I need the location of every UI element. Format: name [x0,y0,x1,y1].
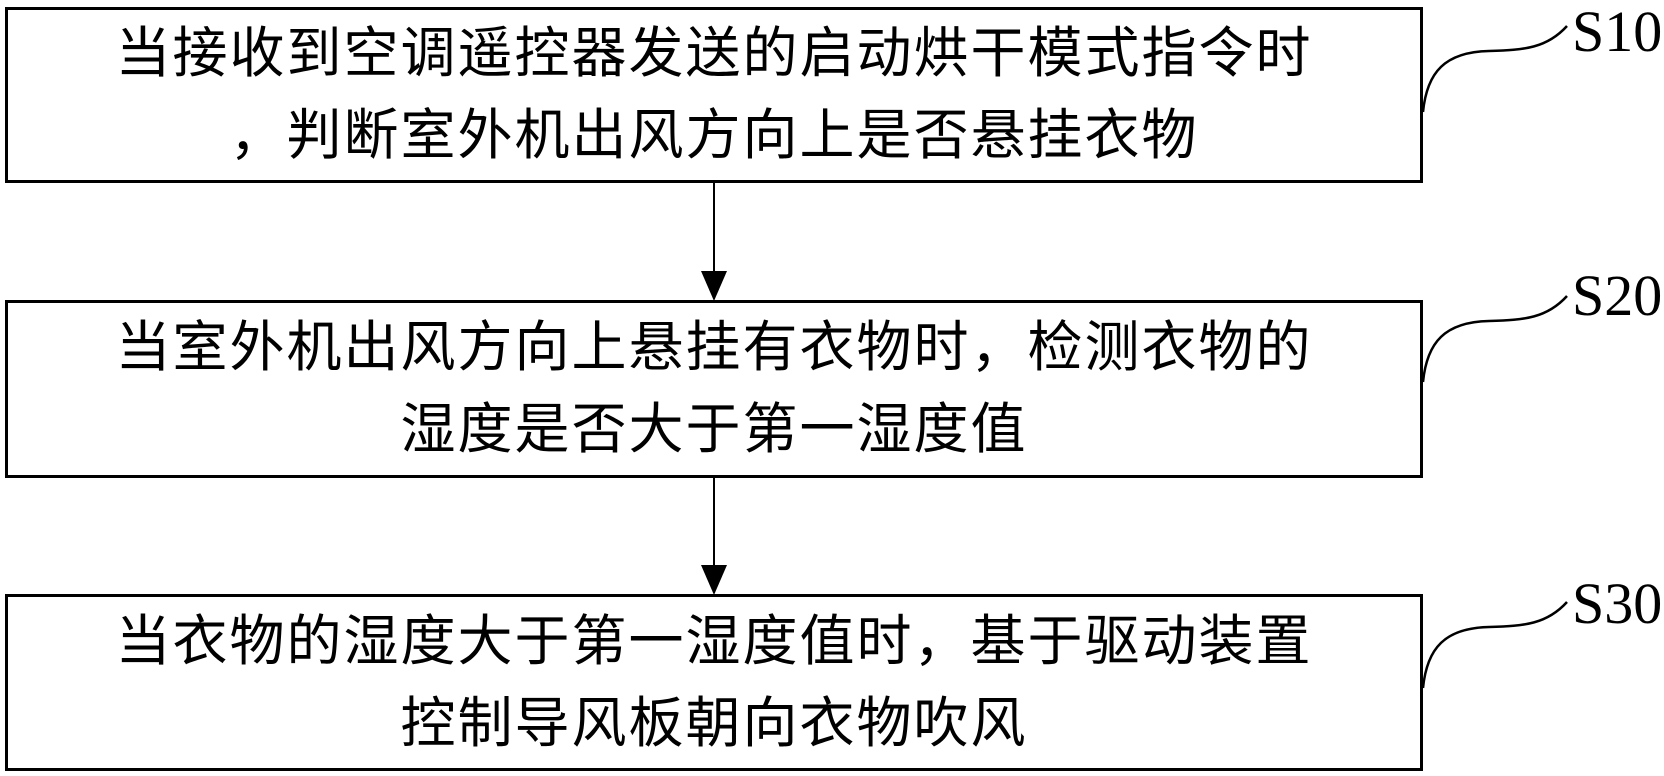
step-box-2-line-1: 当室外机出风方向上悬挂有衣物时，检测衣物的 [115,317,1313,378]
step-box-1: 当接收到空调遥控器发送的启动烘干模式指令时 ，判断室外机出风方向上是否悬挂衣物 [5,7,1423,183]
step-box-3-line-1: 当衣物的湿度大于第一湿度值时，基于驱动装置 [115,610,1313,672]
step-box-1-line-1: 当接收到空调遥控器发送的启动烘干模式指令时 [115,23,1313,84]
leader-curve-s30 [1421,601,1568,689]
step-label-s10: S10 [1572,0,1663,64]
step-box-2-line-2: 湿度是否大于第一湿度值 [400,399,1028,460]
flow-arrow-1 [701,183,727,301]
step-box-1-line-2: ，判断室外机出风方向上是否悬挂衣物 [229,105,1199,166]
leader-curve-s10 [1421,25,1568,113]
step-box-3: 当衣物的湿度大于第一湿度值时，基于驱动装置 控制导风板朝向衣物吹风 [5,594,1423,771]
step-label-s30: S30 [1572,571,1663,636]
step-box-2: 当室外机出风方向上悬挂有衣物时，检测衣物的 湿度是否大于第一湿度值 [5,300,1423,478]
flow-arrow-2 [701,477,727,595]
leader-curve-s20 [1421,295,1568,383]
step-label-s20: S20 [1572,263,1663,328]
step-box-3-line-2: 控制导风板朝向衣物吹风 [400,692,1028,754]
